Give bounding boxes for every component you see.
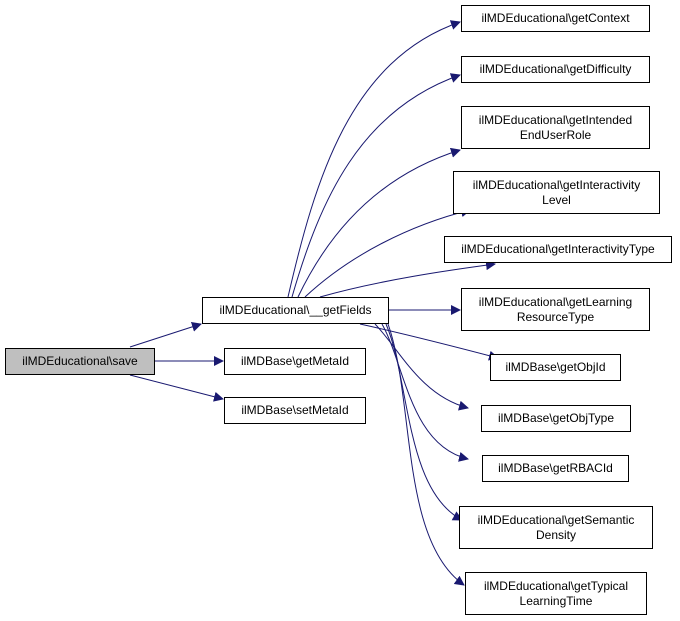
node-getInteractivityLevel[interactable]: ilMDEducational\getInteractivity Level: [453, 171, 660, 214]
edge-getFields-getDifficulty: [291, 73, 461, 298]
node-getObjId-label: ilMDBase\getObjId: [505, 360, 606, 374]
node-getInteractivityType-label: ilMDEducational\getInteractivityType: [461, 242, 655, 256]
node-getContext[interactable]: ilMDEducational\getContext: [461, 5, 650, 32]
node-getTypicalLearningTime-label-2: LearningTime: [519, 593, 593, 608]
node-getSemanticDensity-label-2: Density: [535, 527, 576, 542]
node-getIntendedEndUserRole[interactable]: ilMDEducational\getIntended EndUserRole: [461, 106, 650, 149]
node-getInteractivityLevel-label-1: ilMDEducational\getInteractivity: [472, 177, 641, 192]
node-save: ilMDEducational\save: [5, 348, 155, 375]
node-getRBACId-label: ilMDBase\getRBACId: [498, 461, 613, 475]
node-getMetaId[interactable]: ilMDBase\getMetaId: [224, 348, 366, 375]
edge-save-getFields: [129, 322, 202, 348]
node-getObjId[interactable]: ilMDBase\getObjId: [490, 354, 621, 381]
edge-getFields-getTypicalLearningTime: [387, 323, 465, 586]
node-getRBACId[interactable]: ilMDBase\getRBACId: [482, 455, 629, 482]
edge-getFields-getObjId: [359, 323, 499, 361]
node-getIntendedEndUserRole-label-2: EndUserRole: [519, 127, 592, 142]
node-getFields[interactable]: ilMDEducational\__getFields: [202, 297, 389, 324]
edge-getFields-getInteractivityLevel: [304, 207, 471, 298]
node-getObjType-label: ilMDBase\getObjType: [497, 411, 615, 425]
edge-getFields-getIntendedEndUserRole: [297, 147, 461, 298]
node-save-label: ilMDEducational\save: [22, 354, 138, 368]
edge-getFields-getSemanticDensity: [385, 323, 463, 521]
node-getDifficulty-label: ilMDEducational\getDifficulty: [479, 62, 632, 76]
node-getDifficulty[interactable]: ilMDEducational\getDifficulty: [461, 56, 650, 83]
node-getTypicalLearningTime-label-1: ilMDEducational\getTypical: [483, 578, 629, 593]
node-getContext-label: ilMDEducational\getContext: [481, 11, 630, 25]
node-getTypicalLearningTime[interactable]: ilMDEducational\getTypical LearningTime: [465, 572, 647, 615]
node-setMetaId[interactable]: ilMDBase\setMetaId: [224, 397, 366, 424]
node-getSemanticDensity[interactable]: ilMDEducational\getSemantic Density: [459, 506, 653, 549]
node-getObjType[interactable]: ilMDBase\getObjType: [481, 405, 631, 432]
node-getLearningResourceType[interactable]: ilMDEducational\getLearning ResourceType: [461, 288, 650, 331]
edge-getFields-getInteractivityType: [319, 260, 496, 298]
node-getSemanticDensity-label-1: ilMDEducational\getSemantic: [477, 512, 635, 527]
node-getMetaId-label: ilMDBase\getMetaId: [240, 354, 350, 368]
node-getLearningResourceType-label-1: ilMDEducational\getLearning: [478, 294, 633, 309]
edge-getFields-getContext: [287, 20, 461, 298]
node-getIntendedEndUserRole-label-1: ilMDEducational\getIntended: [478, 112, 633, 127]
node-setMetaId-label: ilMDBase\setMetaId: [241, 403, 349, 417]
node-getInteractivityType[interactable]: ilMDEducational\getInteractivityType: [444, 236, 672, 263]
node-getFields-label: ilMDEducational\__getFields: [219, 303, 372, 317]
edge-getFields-getObjType: [374, 323, 469, 411]
node-getLearningResourceType-label-2: ResourceType: [516, 309, 595, 324]
node-getInteractivityLevel-label-2: Level: [542, 192, 571, 207]
edge-save-setMetaId: [129, 374, 224, 402]
edge-getFields-getRBACId: [381, 323, 469, 462]
